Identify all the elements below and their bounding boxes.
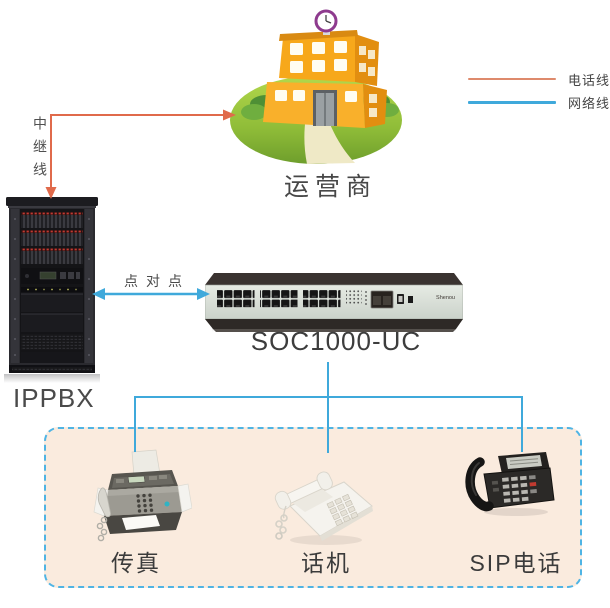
ippbx-rack-illustration <box>6 197 98 373</box>
phone-label: 话机 <box>301 550 351 576</box>
network-line-swatch <box>468 100 556 104</box>
legend-row-phone-line: 电话线 <box>468 69 610 89</box>
network-line-label: 网络线 <box>568 95 610 111</box>
fax-illustration <box>93 449 192 542</box>
trunk-line-label: 中继线 <box>32 116 48 185</box>
p2p-label: 点对点 <box>124 273 190 289</box>
sip-phone-illustration <box>465 452 555 516</box>
rack-reflection <box>4 374 100 383</box>
phone-line-swatch <box>468 78 556 80</box>
fax-label: 传真 <box>111 550 161 576</box>
phone-line-label: 电话线 <box>568 72 610 88</box>
sip-phone-label: SIP电话 <box>469 550 563 576</box>
trunk-line-arrow <box>45 109 236 199</box>
legend: 电话线 网络线 <box>468 69 610 115</box>
ippbx-label: IPPBX <box>13 383 95 413</box>
switch-brand-text: Shenou <box>436 295 455 301</box>
analog-phone-illustration <box>274 471 373 545</box>
switch-label: SOC1000-UC <box>250 326 422 356</box>
carrier-label: 运营商 <box>284 173 378 201</box>
legend-row-network-line: 网络线 <box>468 92 610 112</box>
carrier-building-illustration <box>230 9 402 164</box>
switch-illustration: Shenou <box>205 273 463 332</box>
